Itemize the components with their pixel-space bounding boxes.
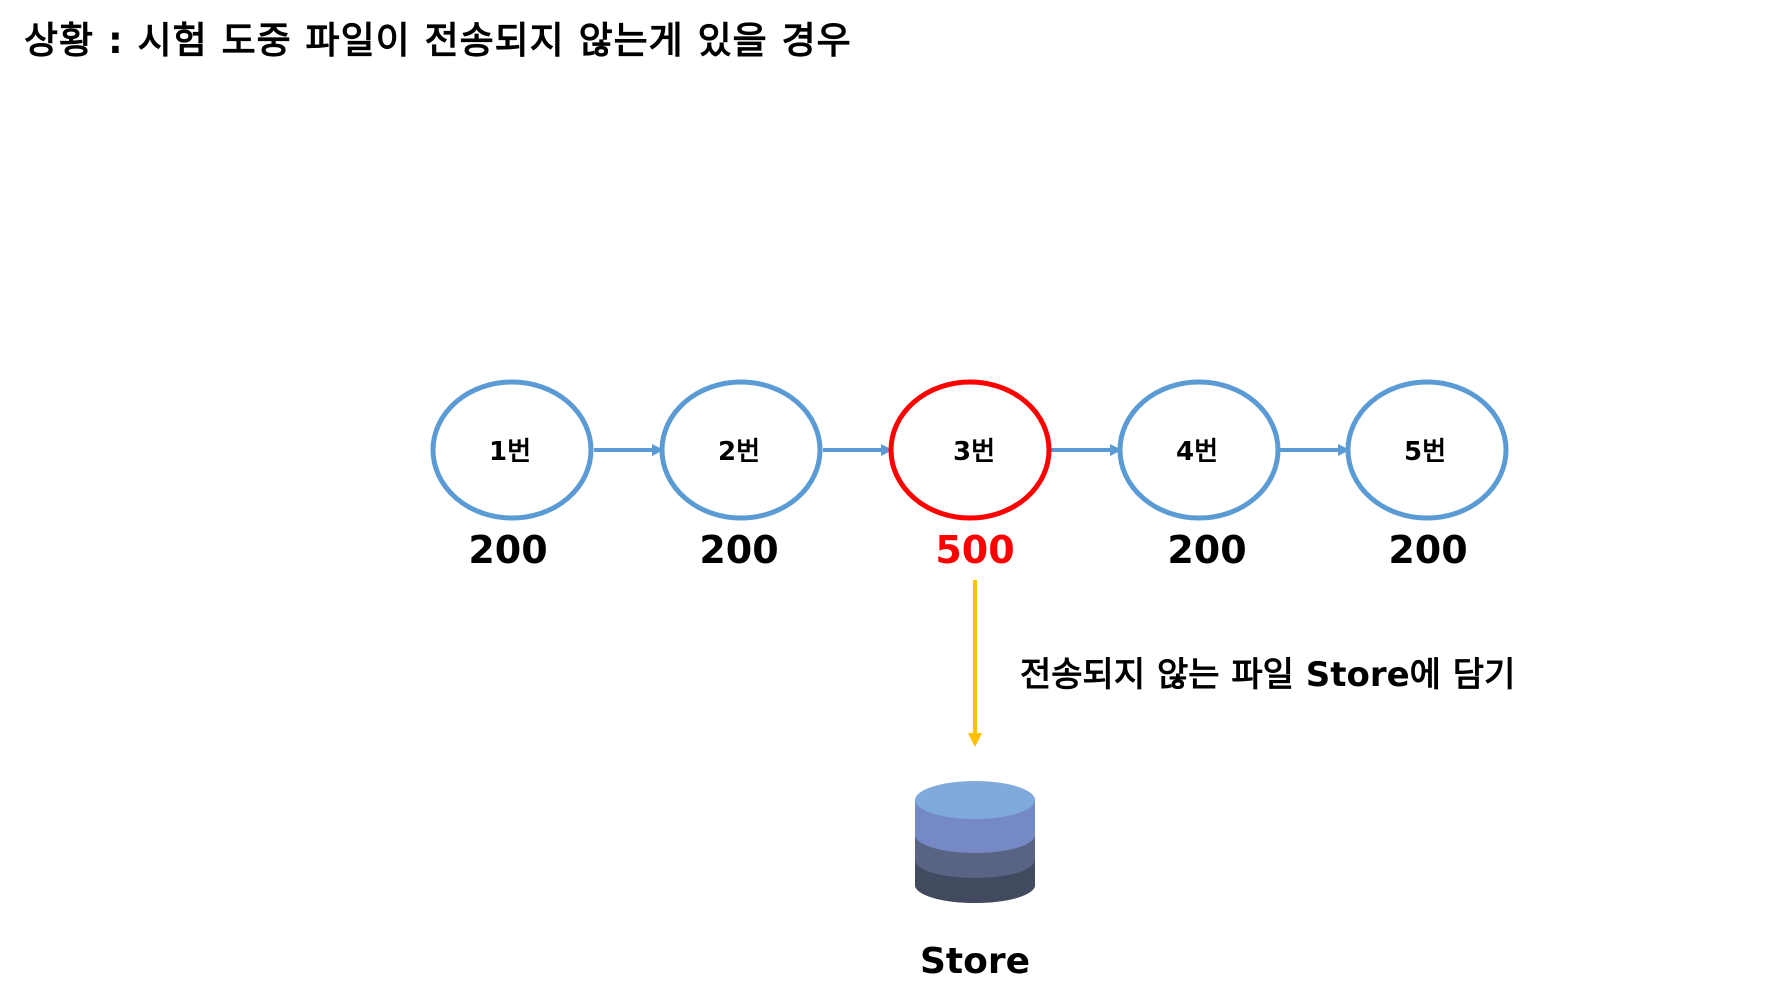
node-4-circle xyxy=(1117,379,1281,521)
node-1-circle xyxy=(430,379,594,521)
node-5-circle xyxy=(1345,379,1509,521)
node-4: 4번 200 xyxy=(1117,379,1281,572)
connector-arrowhead-2-3 xyxy=(881,444,893,456)
node-4-label: 4번 xyxy=(1176,437,1218,467)
connector-arrowhead-1-2 xyxy=(652,444,664,456)
store-annotation: 전송되지 않는 파일 Store에 담기 xyxy=(1020,655,1515,695)
database-top xyxy=(915,781,1035,819)
node-3-status: 500 xyxy=(935,528,1014,572)
node-5-label: 5번 xyxy=(1404,437,1446,467)
store-arrow xyxy=(968,580,982,747)
page-title: 상황 : 시험 도중 파일이 전송되지 않는게 있을 경우 xyxy=(24,19,852,62)
node-2-circle xyxy=(659,379,823,521)
node-3-circle xyxy=(888,379,1052,521)
node-5: 5번 200 xyxy=(1345,379,1509,572)
connector-arrowhead-4-5 xyxy=(1338,444,1350,456)
node-5-status: 200 xyxy=(1388,528,1467,572)
node-3-label: 3번 xyxy=(953,437,995,467)
node-2-label: 2번 xyxy=(718,437,760,467)
node-1: 1번 200 xyxy=(430,379,594,572)
node-3: 3번 500 xyxy=(888,379,1052,572)
store-label: Store xyxy=(920,941,1030,982)
node-2: 2번 200 xyxy=(659,379,823,572)
node-1-status: 200 xyxy=(468,528,547,572)
store-arrow-head xyxy=(968,733,982,747)
database-layer-bottom-cap xyxy=(915,867,1035,903)
node-4-status: 200 xyxy=(1167,528,1246,572)
node-2-status: 200 xyxy=(699,528,778,572)
connectors xyxy=(594,444,1350,456)
connector-arrowhead-3-4 xyxy=(1110,444,1122,456)
database-icon xyxy=(915,781,1035,903)
node-1-label: 1번 xyxy=(489,437,531,467)
